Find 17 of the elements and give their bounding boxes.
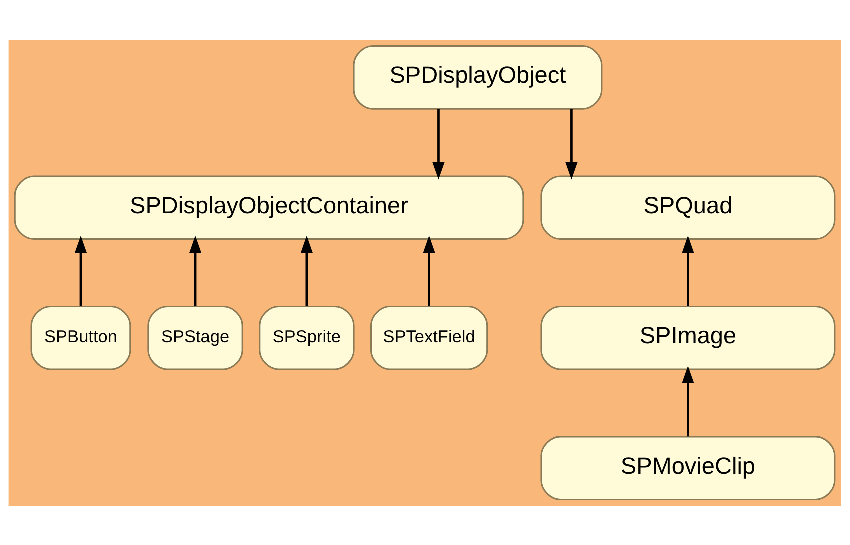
node-box: SPDisplayObject (353, 45, 603, 110)
node-box: SPStage (148, 305, 244, 370)
node-box: SPMovieClip (540, 436, 836, 500)
node-box: SPTextField (370, 305, 488, 370)
arrow (566, 108, 578, 180)
arrow (432, 108, 445, 180)
arrow (300, 235, 313, 306)
arrow (189, 235, 202, 306)
arrow (682, 235, 694, 306)
node-box: SPImage (540, 305, 836, 370)
arrow (74, 235, 88, 306)
node-box: SPButton (30, 305, 132, 370)
node-box: SPQuad (540, 175, 836, 240)
node-box: SPDisplayObjectContainer (14, 175, 524, 240)
arrow (423, 235, 436, 306)
node-box: SPSprite (259, 305, 355, 370)
arrow (682, 366, 694, 436)
